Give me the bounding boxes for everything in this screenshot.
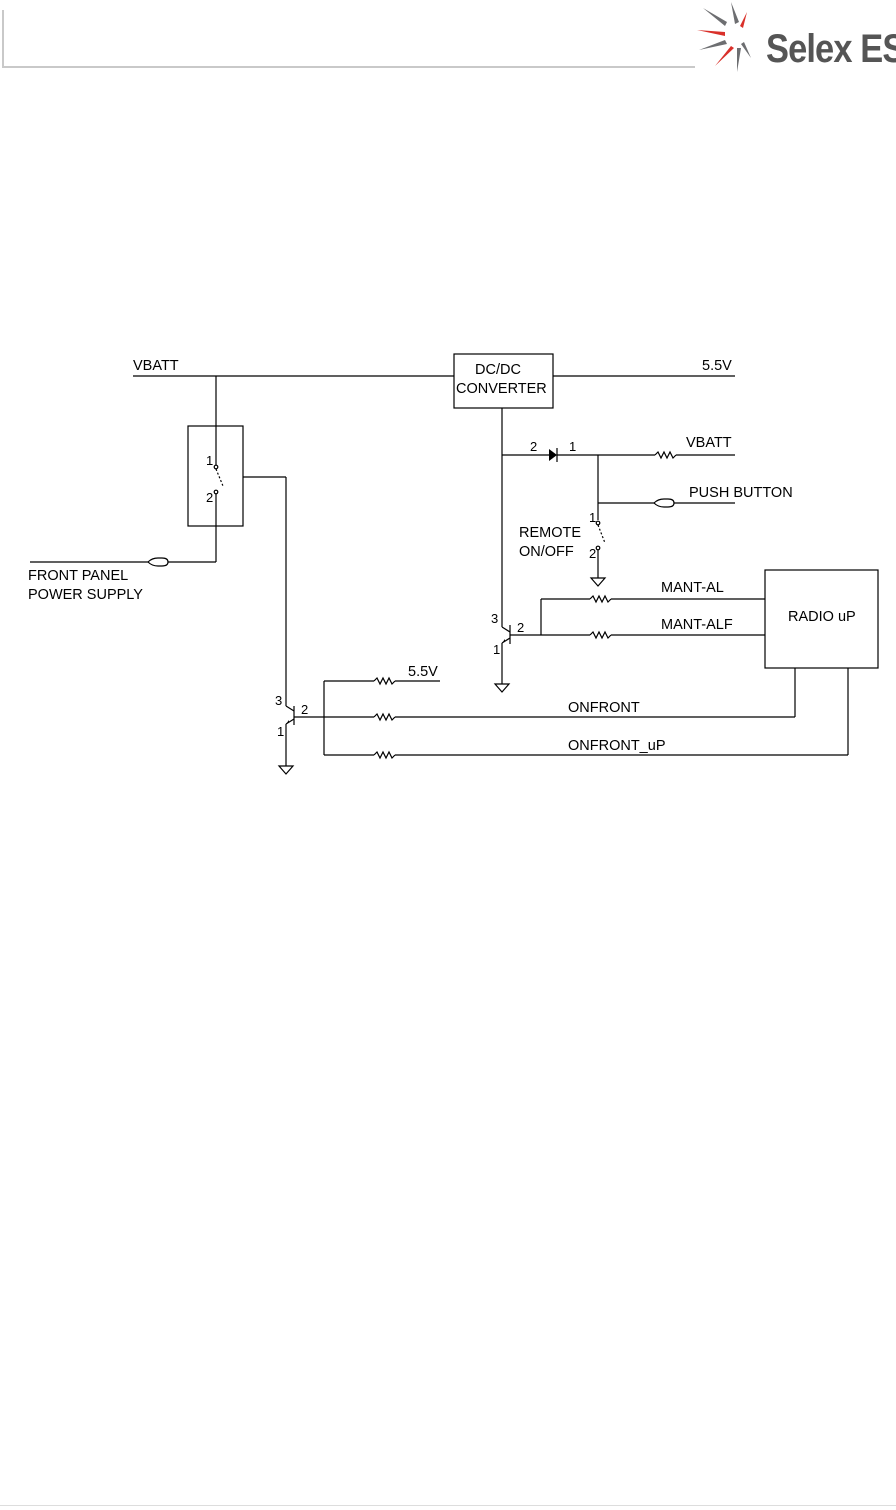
pin-number: 1: [493, 642, 500, 657]
pin-number: 2: [530, 439, 537, 454]
pin-number: 1: [589, 510, 596, 525]
pin-number: 3: [491, 611, 498, 626]
net-label-mant-alf: MANT-ALF: [661, 617, 733, 633]
ground-icon: [495, 684, 509, 692]
remote-label-line1: REMOTE: [519, 525, 581, 541]
resistor-vbatt-icon: [655, 452, 676, 458]
front-panel-connector-icon: [148, 558, 168, 566]
ground-icon: [591, 578, 605, 586]
net-label-mant-al: MANT-AL: [661, 580, 724, 596]
radio-up-label: RADIO uP: [788, 609, 856, 625]
pin-number: 1: [569, 439, 576, 454]
net-label-vbatt-right: VBATT: [686, 435, 732, 451]
front-panel-label-line2: POWER SUPPLY: [28, 587, 143, 603]
pin-number: 2: [301, 702, 308, 717]
resistor-5v5-icon: [374, 678, 395, 684]
resistor-mant-alf-icon: [590, 632, 611, 638]
net-label-5v5-mid: 5.5V: [408, 664, 438, 680]
net-label-5v5: 5.5V: [702, 358, 732, 374]
transistor-q1-icon: [502, 625, 510, 684]
net-label-vbatt: VBATT: [133, 358, 179, 374]
ground-icon: [279, 766, 293, 774]
resistor-onfront-up-icon: [374, 752, 395, 758]
pin-number: 2: [589, 546, 596, 561]
resistor-mant-al-icon: [590, 596, 611, 602]
pin-number: 3: [275, 693, 282, 708]
remote-label-line2: ON/OFF: [519, 544, 574, 560]
net-label-push-button: PUSH BUTTON: [689, 485, 793, 501]
transistor-q2-icon: [286, 706, 294, 766]
pin-number: 2: [206, 490, 213, 505]
pin-number: 1: [277, 724, 284, 739]
pin-number: 1: [206, 453, 213, 468]
pin-number: 2: [517, 620, 524, 635]
footer-rule: [0, 1505, 896, 1506]
diode-icon: [549, 449, 557, 461]
dcdc-label-line2: CONVERTER: [456, 381, 547, 397]
dcdc-label-line1: DC/DC: [475, 362, 521, 378]
net-label-onfront-up: ONFRONT_uP: [568, 738, 666, 754]
net-label-onfront: ONFRONT: [568, 700, 640, 716]
front-panel-label-line1: FRONT PANEL: [28, 568, 128, 584]
push-button-connector-icon: [654, 499, 674, 507]
resistor-onfront-icon: [374, 714, 395, 720]
